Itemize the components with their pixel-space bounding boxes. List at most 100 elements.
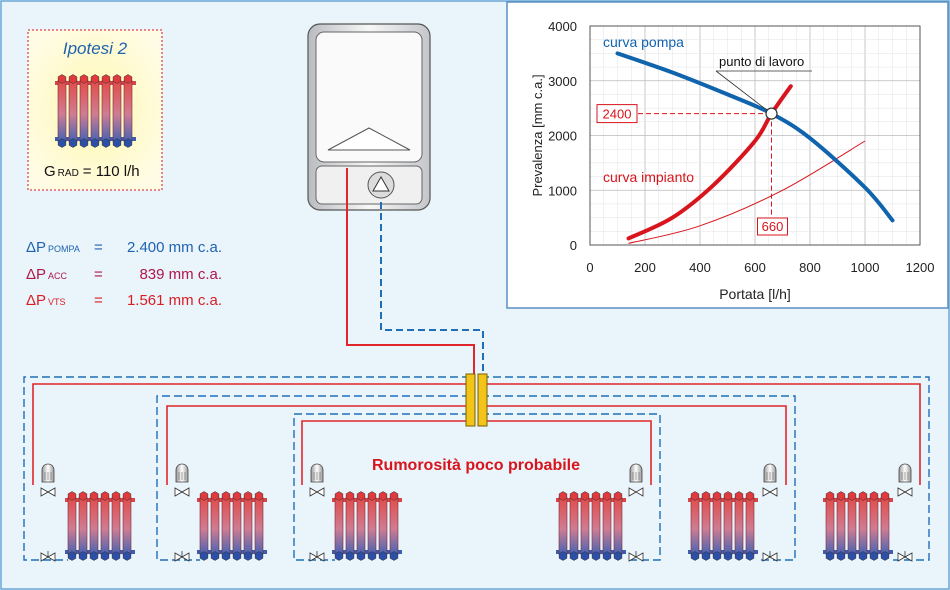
radiator-group <box>40 463 913 562</box>
thermostatic-valve-icon <box>309 463 325 497</box>
radiator-column <box>378 495 388 557</box>
lockshield-valve-icon <box>762 551 778 562</box>
lockshield-valve-icon <box>628 551 644 562</box>
return-loop-middle <box>156 395 796 561</box>
lockshield-valve-icon <box>174 551 190 562</box>
radiator-column <box>836 495 846 557</box>
x-tick-label: 800 <box>799 260 821 275</box>
lockshield-valve-icon <box>897 551 913 562</box>
plot-area <box>589 25 921 246</box>
x-tick-label: 0 <box>586 260 593 275</box>
radiator-column <box>723 495 733 557</box>
radiator-column <box>569 495 579 557</box>
boiler-return-pipe <box>380 202 484 378</box>
system-curve-label: curva impianto <box>603 169 694 185</box>
y-tick-label: 3000 <box>548 74 577 89</box>
x-tick-label: 1200 <box>906 260 935 275</box>
boiler <box>307 23 431 211</box>
operating-point-marker <box>765 107 778 120</box>
radiator-column <box>602 495 612 557</box>
radiator-column <box>613 495 623 557</box>
lockshield-valve-icon <box>40 551 56 562</box>
thermostatic-valve-icon <box>897 463 913 497</box>
dp-vts-eq: = <box>94 292 103 309</box>
op-x-box <box>757 217 788 236</box>
radiator-column <box>79 78 89 144</box>
radiator-column <box>580 495 590 557</box>
boiler-supply-pipe <box>346 168 475 378</box>
radiator-column <box>745 495 755 557</box>
radiator-column <box>558 495 568 557</box>
radiator <box>823 491 893 561</box>
radiator-column <box>123 78 133 144</box>
radiator <box>55 74 136 148</box>
radiator-column <box>112 78 122 144</box>
radiator-column <box>243 495 253 557</box>
op-x-value: 660 <box>762 219 784 234</box>
radiator-column <box>210 495 220 557</box>
radiator <box>65 491 135 561</box>
thermostatic-valve-icon <box>40 463 56 497</box>
dp-acc-eq: = <box>94 266 103 283</box>
radiator <box>556 491 626 561</box>
radiator-column <box>334 495 344 557</box>
dp-pompa-value: 2.400 mm c.a. <box>127 239 222 256</box>
y-axis-label: Prevalenza [mm c.a.] <box>530 74 545 196</box>
y-tick-label: 1000 <box>548 183 577 198</box>
radiator-column <box>712 495 722 557</box>
radiator-column <box>389 495 399 557</box>
radiator-column <box>67 495 77 557</box>
supply-loop-middle <box>166 405 787 485</box>
radiator-column <box>345 495 355 557</box>
boiler-logo-icon <box>327 127 411 151</box>
op-leader-line <box>715 70 772 114</box>
x-tick-label: 200 <box>634 260 656 275</box>
hypothesis-title: Ipotesi 2 <box>63 39 128 58</box>
x-axis-label: Portata [l/h] <box>719 286 791 302</box>
thermostatic-valve-icon <box>628 463 644 497</box>
radiator-column <box>367 495 377 557</box>
radiator-column <box>734 495 744 557</box>
supply-loop-inner <box>301 420 652 485</box>
y-tick-label: 2000 <box>548 129 577 144</box>
radiator-column <box>101 78 111 144</box>
dp-vts-value: 1.561 mm c.a. <box>127 292 222 309</box>
y-tick-label: 4000 <box>548 19 577 34</box>
thermostatic-valve-icon <box>174 463 190 497</box>
radiator-column <box>858 495 868 557</box>
radiator <box>332 491 402 561</box>
noise-label: Rumorosità poco probabile <box>372 457 580 474</box>
supply-loop-outer <box>32 383 921 485</box>
radiator-column <box>254 495 264 557</box>
dp-pompa-eq: = <box>94 239 103 256</box>
radiator-column <box>100 495 110 557</box>
manifold <box>465 373 488 427</box>
op-y-box <box>596 104 638 124</box>
lockshield-valve-icon <box>309 551 325 562</box>
radiator-column <box>111 495 121 557</box>
x-tick-label: 1000 <box>851 260 880 275</box>
radiator-column <box>825 495 835 557</box>
radiator <box>197 491 267 561</box>
operating-point-label: punto di lavoro <box>719 54 804 69</box>
dp-acc-value: 839 mm c.a. <box>139 266 222 283</box>
x-tick-label: 400 <box>689 260 711 275</box>
radiator-column <box>847 495 857 557</box>
radiator-column <box>122 495 132 557</box>
pump-curve-label: curva pompa <box>603 34 684 50</box>
radiator-column <box>221 495 231 557</box>
x-tick-label: 600 <box>744 260 766 275</box>
radiator-column <box>89 495 99 557</box>
radiator-column <box>57 78 67 144</box>
op-y-value: 2400 <box>603 107 632 122</box>
system-curve-low <box>628 140 866 244</box>
